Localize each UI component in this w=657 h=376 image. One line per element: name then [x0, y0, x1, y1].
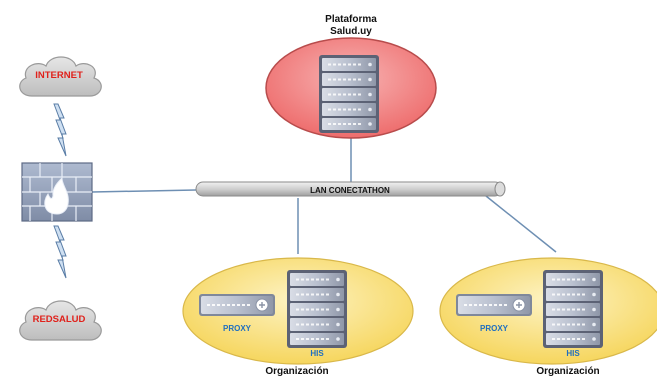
organization-2: PROXY HIS Organización	[439, 257, 657, 376]
proxy-device-icon	[198, 293, 276, 317]
lightning-link-icon	[53, 103, 67, 157]
redsalud-label: REDSALUD	[33, 314, 86, 325]
organization-name: Organización	[265, 366, 328, 376]
internet-label: INTERNET	[35, 70, 83, 81]
proxy-label: PROXY	[480, 324, 509, 333]
redsalud-cloud: REDSALUD	[19, 300, 102, 341]
lan-bus: LAN CONECTATHON	[195, 181, 506, 197]
proxy-device-icon	[455, 293, 533, 317]
his-server-icon	[542, 269, 604, 349]
platform-server-icon	[318, 54, 380, 134]
platform-title-line2: Salud.uy	[330, 26, 372, 37]
his-label: HIS	[566, 349, 580, 358]
platform-title-line1: Plataforma	[325, 14, 377, 25]
organization-1: PROXY HIS Organización	[182, 257, 414, 376]
platform-group: Plataforma Salud.uy	[265, 14, 437, 139]
internet-cloud: INTERNET	[19, 56, 102, 97]
firewall-icon	[21, 162, 93, 222]
proxy-label: PROXY	[223, 324, 252, 333]
his-label: HIS	[310, 349, 324, 358]
organization-name: Organización	[536, 366, 599, 376]
lan-label: LAN CONECTATHON	[310, 186, 390, 195]
his-server-icon	[286, 269, 348, 349]
lightning-link-icon	[53, 225, 67, 279]
